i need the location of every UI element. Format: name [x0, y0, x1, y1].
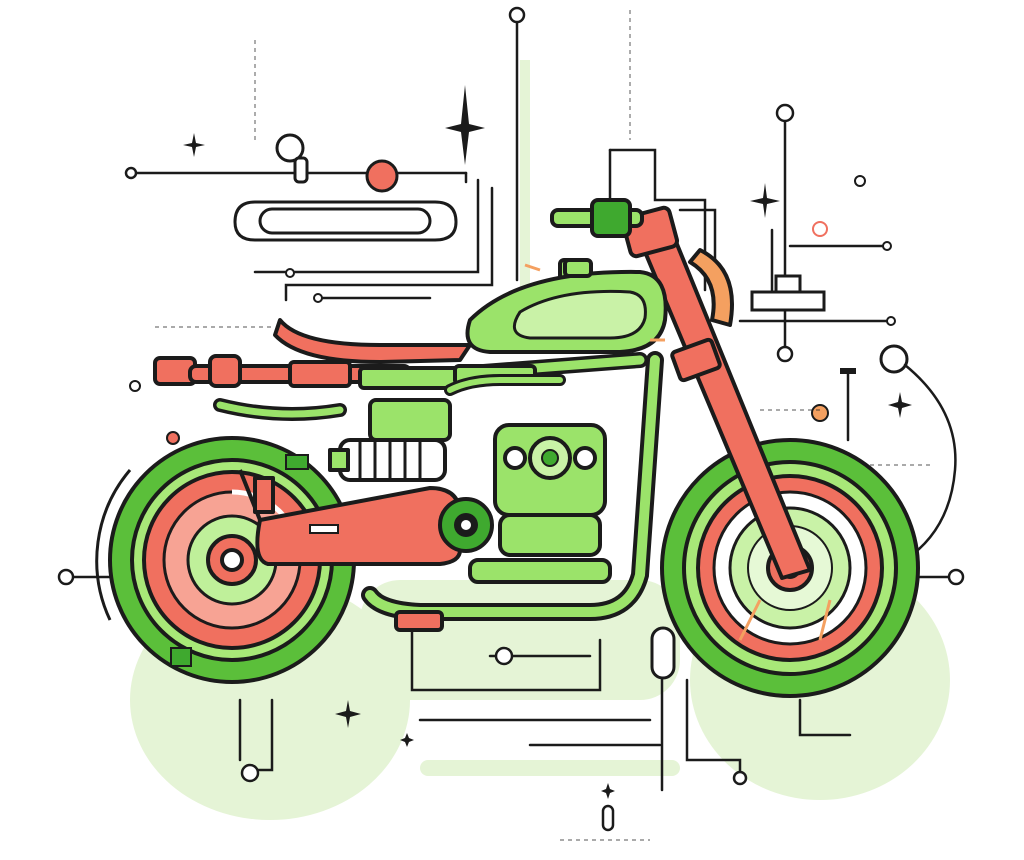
- frame: [213, 351, 664, 632]
- ghost-post: [520, 60, 530, 310]
- node-dot: [124, 166, 138, 180]
- accent-marks: [524, 221, 828, 342]
- headlight: [688, 248, 734, 327]
- sparkle-star: [445, 85, 485, 165]
- sparkle-star: [601, 783, 615, 799]
- capsule-outer: [233, 200, 458, 242]
- blueprint-lines: [57, 6, 965, 841]
- sparkle-star: [183, 133, 205, 157]
- sparkle-star: [400, 733, 414, 747]
- engine: [328, 374, 612, 584]
- swingarm: [238, 469, 494, 566]
- sparkle-star: [750, 183, 780, 218]
- connector-block: [750, 290, 826, 312]
- capsule-vertical: [650, 626, 676, 680]
- node-ring: [275, 133, 305, 163]
- ghost-bar-low: [420, 760, 680, 776]
- node-red: [365, 159, 399, 193]
- capsule-inner: [258, 207, 432, 235]
- sparkle-star: [888, 392, 912, 418]
- sparkles: [183, 85, 912, 799]
- fuel-tank: [465, 258, 668, 354]
- node-clip: [293, 156, 309, 184]
- small-pill: [601, 804, 615, 832]
- seat: [153, 318, 537, 390]
- sparkle-star: [335, 700, 361, 728]
- front-fork: [620, 205, 812, 580]
